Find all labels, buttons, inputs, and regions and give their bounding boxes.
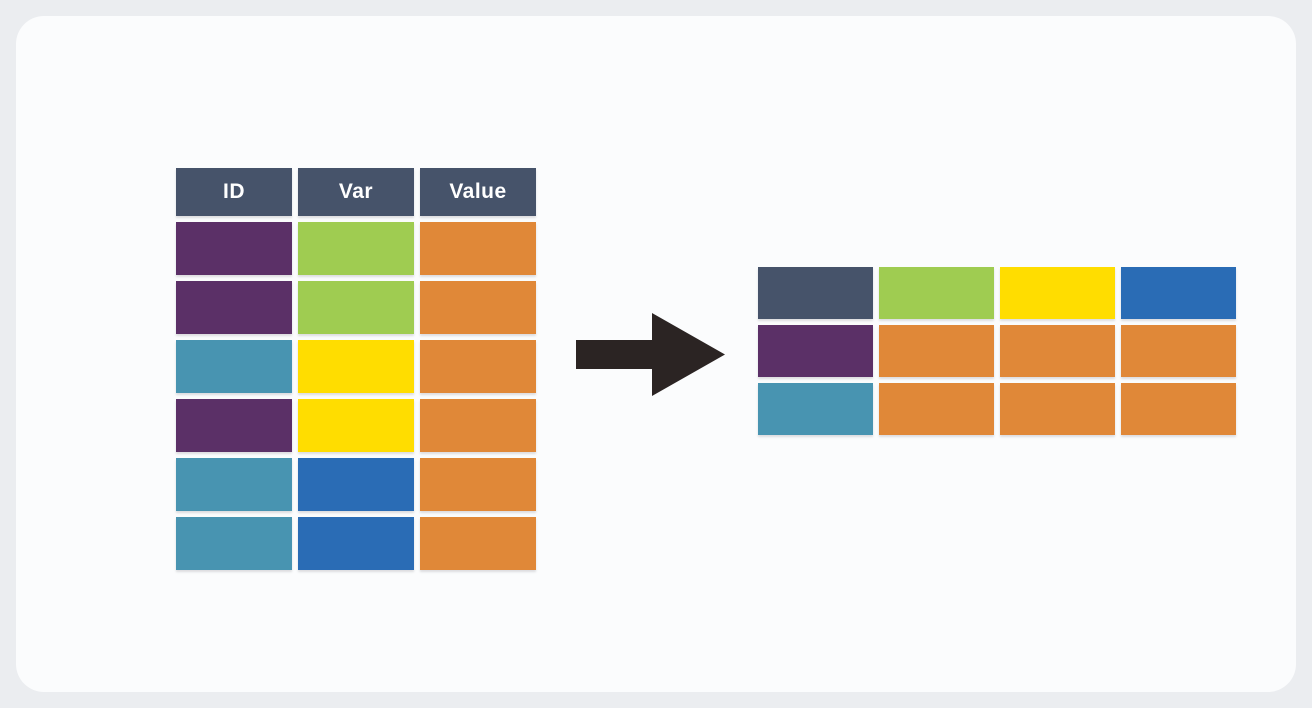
wide-table-cell-r1c1-slate — [758, 267, 873, 319]
long-table-cell-r1c1-purple — [176, 222, 292, 275]
long-table-cell-r1c2-green — [298, 222, 414, 275]
wide-table-cell-r1c3-yellow — [1000, 267, 1115, 319]
wide-table-cell-r3c4-orange — [1121, 383, 1236, 435]
long-table-cell-r4c3-orange — [420, 399, 536, 452]
wide-table-cell-r2c3-orange — [1000, 325, 1115, 377]
long-table-cell-r2c1-purple — [176, 281, 292, 334]
right-arrow-icon — [576, 313, 725, 396]
long-table-cell-r4c2-yellow — [298, 399, 414, 452]
wide-format-table — [758, 267, 1236, 435]
wide-table-cell-r3c2-orange — [879, 383, 994, 435]
long-table-cell-r1c3-orange — [420, 222, 536, 275]
wide-table-cell-r2c4-orange — [1121, 325, 1236, 377]
long-table-header-var: Var — [298, 168, 414, 216]
wide-table-cell-r2c1-purple — [758, 325, 873, 377]
transform-arrow-icon — [576, 312, 726, 397]
long-table-cell-r4c1-purple — [176, 399, 292, 452]
wide-table-cell-r1c2-green — [879, 267, 994, 319]
wide-table-cell-r1c4-blue — [1121, 267, 1236, 319]
long-table-cell-r5c3-orange — [420, 458, 536, 511]
long-table-cell-r5c1-teal — [176, 458, 292, 511]
long-table-cell-r6c3-orange — [420, 517, 536, 570]
long-table-cell-r2c3-orange — [420, 281, 536, 334]
wide-table-cell-r3c3-orange — [1000, 383, 1115, 435]
wide-table-cell-r2c2-orange — [879, 325, 994, 377]
long-table-cell-r3c2-yellow — [298, 340, 414, 393]
long-table-header-id: ID — [176, 168, 292, 216]
long-table-cell-r3c3-orange — [420, 340, 536, 393]
long-table-cell-r2c2-green — [298, 281, 414, 334]
long-table-cell-r3c1-teal — [176, 340, 292, 393]
long-table-cell-r6c1-teal — [176, 517, 292, 570]
right-arrow-shape — [576, 313, 725, 396]
long-table-cell-r6c2-blue — [298, 517, 414, 570]
wide-table-cell-r3c1-teal — [758, 383, 873, 435]
long-table-cell-r5c2-blue — [298, 458, 414, 511]
long-table-header-value: Value — [420, 168, 536, 216]
